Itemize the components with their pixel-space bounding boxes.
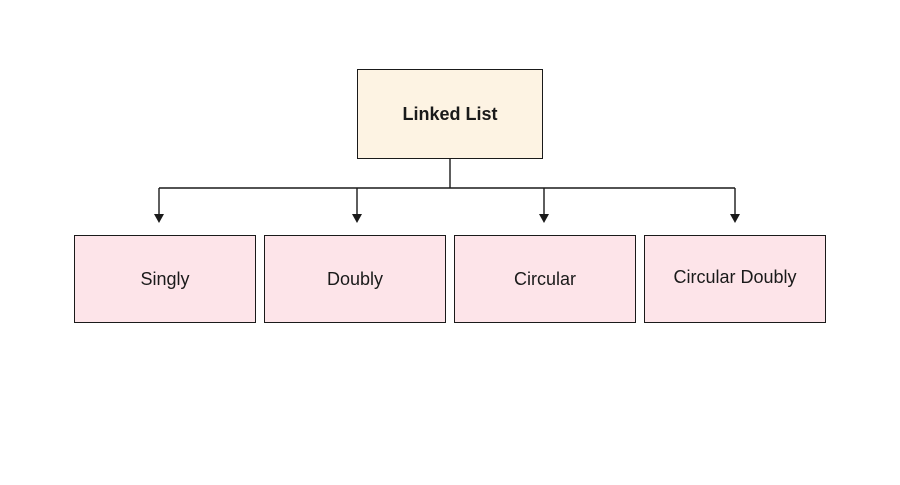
- arrowhead-doubly: [352, 214, 362, 223]
- root-node-label: Linked List: [402, 103, 498, 124]
- child-node-label: Singly: [140, 268, 190, 289]
- child-node-singly: Singly: [74, 235, 256, 323]
- child-node-circular: Circular: [454, 235, 636, 323]
- child-node-label: Doubly: [326, 268, 384, 289]
- arrowhead-singly: [154, 214, 164, 223]
- root-node-linked-list: Linked List: [357, 69, 543, 159]
- arrowhead-circular-doubly: [730, 214, 740, 223]
- child-node-doubly: Doubly: [264, 235, 446, 323]
- child-node-label: Circular Doubly: [673, 266, 797, 287]
- arrowhead-circular: [539, 214, 549, 223]
- child-node-circular-doubly: Circular Doubly: [644, 235, 826, 323]
- child-node-label: Circular: [513, 268, 576, 289]
